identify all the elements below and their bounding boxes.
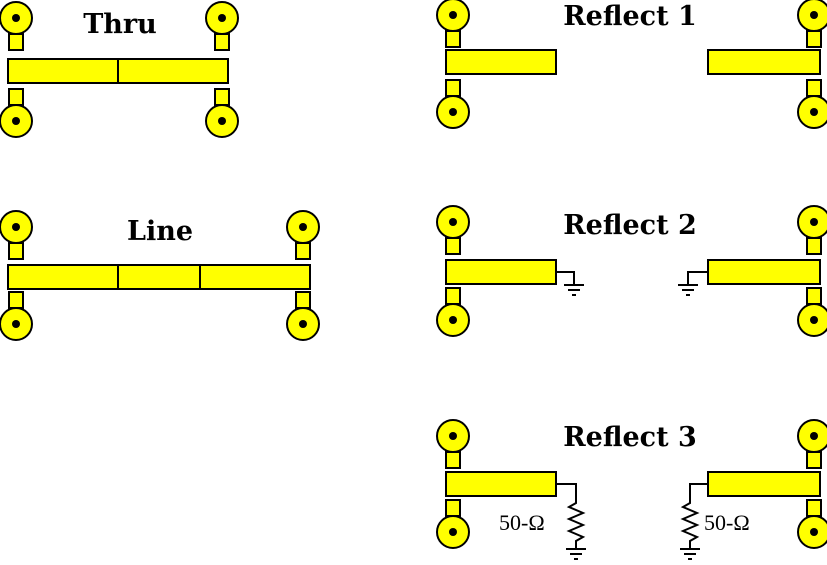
reflect3-left-load-stub <box>445 471 557 497</box>
probe-tip-icon <box>286 210 320 260</box>
reflect3-right-load-stub <box>707 471 821 497</box>
line-title: Line <box>127 216 193 247</box>
probe-tip-icon <box>436 287 470 337</box>
probe-tip-icon <box>0 88 33 138</box>
reflect2-title: Reflect 2 <box>563 210 697 241</box>
reflect2-right-short-lead <box>687 271 708 285</box>
reflect2-standard: Reflect 2 <box>436 205 827 337</box>
probe-tip-icon <box>797 0 827 48</box>
probe-tip-icon <box>797 79 827 129</box>
resistor-icon <box>680 483 708 549</box>
line-conductor <box>7 264 311 290</box>
ground-icon <box>677 284 699 296</box>
probe-tip-icon <box>436 205 470 255</box>
probe-tip-icon <box>436 0 470 48</box>
probe-tip-icon <box>797 499 827 549</box>
resistor-label-right: 50-Ω <box>704 510 750 535</box>
reflect2-left-short-lead <box>556 271 575 285</box>
thru-title: Thru <box>83 9 157 40</box>
probe-tip-icon <box>205 1 239 51</box>
probe-tip-icon <box>205 88 239 138</box>
probe-tip-icon <box>286 291 320 341</box>
reflect1-left-open-stub <box>445 49 557 75</box>
probe-tip-icon <box>436 79 470 129</box>
reflect2-left-short-stub <box>445 259 557 285</box>
probe-tip-icon <box>797 419 827 469</box>
probe-tip-icon <box>0 1 33 51</box>
probe-tip-icon <box>797 287 827 337</box>
reflect3-title: Reflect 3 <box>563 422 697 453</box>
resistor-icon <box>556 483 586 549</box>
reflect1-standard: Reflect 1 <box>436 0 827 129</box>
line-standard: Line <box>0 210 320 341</box>
ground-icon <box>679 548 701 560</box>
reflect3-standard: Reflect 3 50-Ω 50-Ω <box>436 419 827 560</box>
resistor-label-left: 50-Ω <box>499 510 545 535</box>
ground-icon <box>565 548 587 560</box>
ground-icon <box>563 284 585 296</box>
thru-standard: Thru <box>0 1 239 138</box>
probe-tip-icon <box>436 499 470 549</box>
probe-tip-icon <box>436 419 470 469</box>
reflect2-right-short-stub <box>707 259 821 285</box>
reflect1-right-open-stub <box>707 49 821 75</box>
probe-tip-icon <box>797 205 827 255</box>
probe-tip-icon <box>0 210 33 260</box>
reflect1-title: Reflect 1 <box>563 1 697 32</box>
probe-tip-icon <box>0 291 33 341</box>
